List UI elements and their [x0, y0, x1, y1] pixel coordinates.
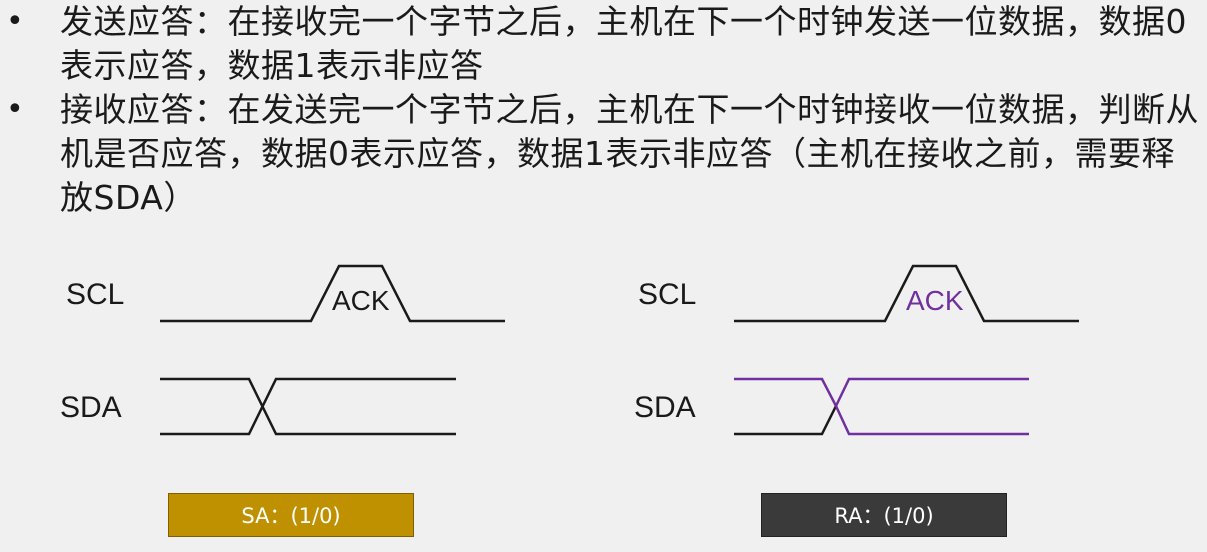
scl-label: SCL — [638, 278, 696, 311]
sda-waveform-low-incoming — [834, 405, 1029, 436]
bullet-text: 接收应答：在发送完一个字节之后，主机在下一个时钟接收一位数据，判断从机是否应答，… — [60, 90, 1199, 217]
sda-label: SDA — [634, 391, 696, 424]
sda-waveform-low-outgoing — [734, 405, 838, 436]
sda-waveform-high-outgoing — [734, 377, 838, 407]
bullet-text: 发送应答：在接收完一个字节之后，主机在下一个时钟发送一位数据，数据0表示应答，数… — [60, 2, 1187, 85]
timing-diagrams: SCL ACK SDA SCL ACK SDA — [60, 264, 1079, 436]
scl-label: SCL — [66, 278, 124, 311]
sda-label: SDA — [60, 391, 122, 424]
timing-diagram-receive-ack: SCL ACK SDA — [634, 264, 1079, 436]
scl-waveform — [734, 264, 1079, 323]
ack-label: ACK — [332, 285, 390, 316]
timing-diagram-send-ack: SCL ACK SDA — [60, 264, 505, 436]
sda-waveform-high-incoming — [834, 377, 1029, 407]
sda-waveform-low — [160, 377, 456, 436]
bullet-item-send-ack: • 发送应答：在接收完一个字节之后，主机在下一个时钟发送一位数据，数据0表示应答… — [0, 0, 1207, 88]
ack-label: ACK — [906, 285, 964, 316]
scl-waveform — [160, 264, 505, 323]
receive-ack-box: RA：(1/0) — [761, 493, 1007, 537]
bullet-dot: • — [6, 92, 24, 127]
bullet-item-receive-ack: • 接收应答：在发送完一个字节之后，主机在下一个时钟接收一位数据，判断从机是否应… — [0, 88, 1207, 220]
send-ack-box: SA：(1/0) — [168, 493, 414, 537]
sda-waveform-high — [160, 377, 456, 436]
bullet-dot: • — [6, 4, 24, 39]
